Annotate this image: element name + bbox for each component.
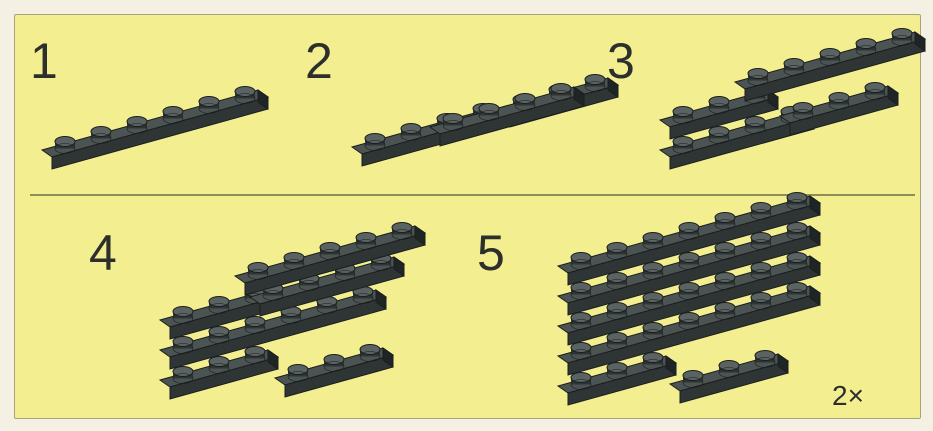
plate [735, 29, 925, 102]
plate [42, 87, 268, 170]
plate [275, 345, 393, 398]
plate [780, 83, 898, 136]
plate [430, 84, 584, 147]
step-1-build [42, 87, 268, 170]
step-2-build [352, 75, 618, 167]
plate [670, 351, 788, 404]
step-4-build [160, 223, 425, 400]
step-3-build [660, 29, 925, 170]
step-5-build [558, 193, 820, 406]
